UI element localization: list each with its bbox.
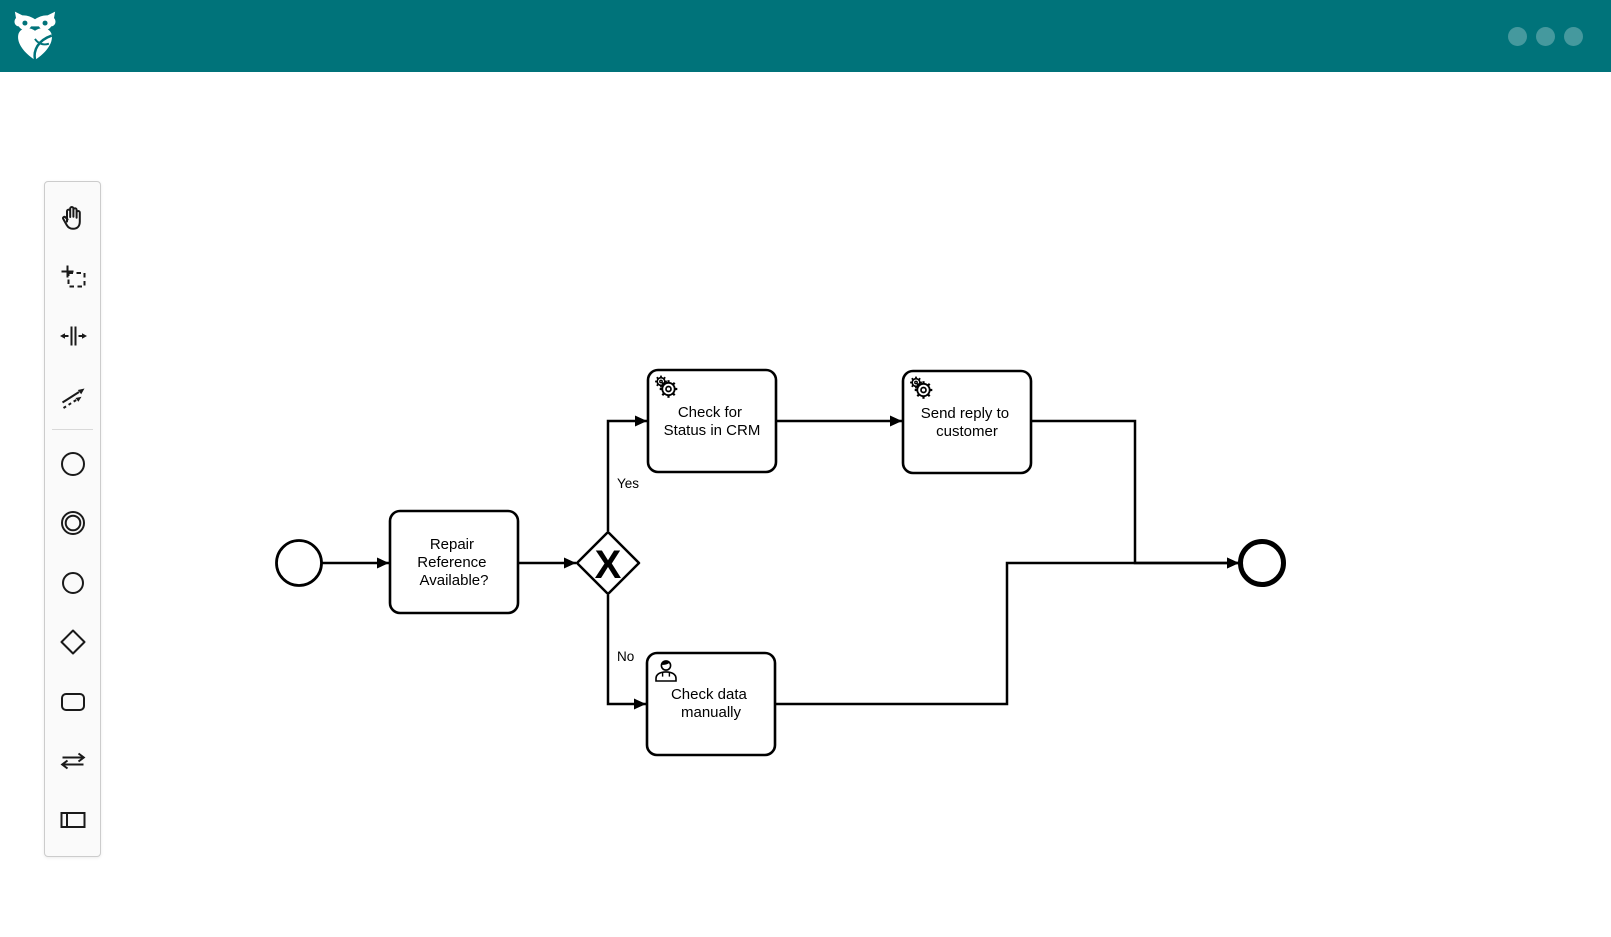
create-gateway-button[interactable] — [45, 613, 100, 672]
flow-label-no[interactable]: No — [617, 649, 634, 664]
create-task-button[interactable] — [45, 672, 100, 731]
app-header — [0, 0, 1611, 72]
create-intermediate-event-button[interactable] — [45, 494, 100, 553]
space-tool-icon — [59, 326, 87, 346]
task-icon — [60, 692, 85, 711]
global-connect-tool-icon — [61, 388, 84, 409]
hand-tool-button[interactable] — [45, 188, 100, 247]
participant-icon — [60, 812, 85, 829]
end-event-icon — [61, 571, 84, 594]
flow-reply-to-end[interactable] — [1031, 419, 1239, 569]
diagram-canvas[interactable]: Yes No Repair Reference Available? X Che… — [0, 72, 1611, 937]
bpmn-diagram[interactable]: Yes No Repair Reference Available? X Che… — [0, 72, 1611, 937]
flow-gateway-yes-to-crm[interactable] — [606, 415, 647, 531]
task-repair-reference[interactable]: Repair Reference Available? — [388, 509, 520, 615]
app-logo[interactable] — [12, 10, 58, 62]
hand-tool-icon — [61, 205, 81, 230]
bpmn-palette — [44, 181, 101, 857]
owl-logo-icon — [14, 11, 56, 61]
gateway-x-marker: X — [595, 543, 622, 587]
task-send-reply[interactable]: Send reply to customer — [901, 369, 1033, 475]
task-repair-label: Repair Reference Available? — [417, 536, 490, 589]
lasso-tool-icon — [61, 265, 85, 288]
create-participant-button[interactable] — [45, 791, 100, 850]
create-connection-button[interactable] — [45, 731, 100, 790]
end-event-node[interactable] — [1238, 539, 1286, 587]
task-check-data-manually[interactable]: Check data manually — [645, 651, 777, 757]
header-menu-buttons — [1508, 26, 1583, 46]
create-start-event-button[interactable] — [45, 434, 100, 493]
space-tool-button[interactable] — [45, 307, 100, 366]
create-end-event-button[interactable] — [45, 553, 100, 612]
lasso-tool-button[interactable] — [45, 247, 100, 306]
header-circle-button-2[interactable] — [1536, 26, 1555, 46]
task-crm-label: Check for Status in CRM — [664, 404, 761, 439]
start-event-node[interactable] — [275, 539, 323, 587]
exclusive-gateway-node[interactable]: X — [575, 530, 641, 596]
intermediate-event-icon — [60, 511, 85, 536]
flow-label-yes[interactable]: Yes — [617, 476, 639, 491]
swap-arrows-icon — [60, 752, 85, 770]
header-circle-button-1[interactable] — [1508, 26, 1527, 46]
gateway-icon — [60, 629, 85, 655]
flow-manual-to-end[interactable] — [775, 557, 1239, 706]
task-reply-label: Send reply to customer — [921, 405, 1014, 440]
global-connect-tool-button[interactable] — [45, 366, 100, 425]
start-event-icon — [60, 452, 85, 477]
task-manual-label: Check data manually — [671, 686, 751, 721]
flow-gateway-no-to-manual[interactable] — [606, 595, 646, 710]
header-circle-button-3[interactable] — [1564, 26, 1583, 46]
palette-separator — [52, 429, 93, 431]
task-check-status-crm[interactable]: Check for Status in CRM — [646, 368, 778, 474]
